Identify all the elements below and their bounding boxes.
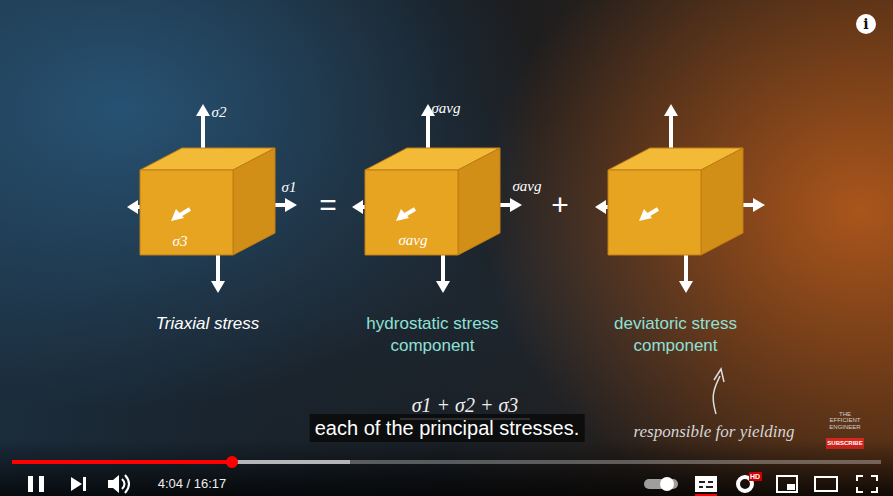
- callout-arrow-head: [714, 369, 724, 382]
- component-caption: hydrostatic stress component: [350, 313, 515, 357]
- stress-symbol: σ3: [173, 232, 188, 250]
- hd-badge: [749, 472, 762, 481]
- equals-sign: =: [319, 187, 337, 223]
- progress-track: [12, 460, 881, 464]
- force-arrow: [679, 250, 693, 293]
- arrow-shaft: [426, 116, 430, 150]
- arrow-head: [595, 200, 606, 214]
- volume-icon: [108, 475, 119, 493]
- hd-badge-text: HD: [750, 473, 760, 481]
- plus-sign: +: [551, 187, 569, 223]
- stress-cube: Triaxial stress: [140, 148, 275, 255]
- arrow-head: [211, 281, 225, 293]
- progress-scrubber: [226, 456, 238, 468]
- volume-wave: [122, 475, 129, 493]
- normal-arrow-shaft: [405, 209, 415, 215]
- arrow-head: [753, 198, 765, 212]
- arrow-shaft: [201, 116, 205, 150]
- cube-drawing: [365, 148, 500, 255]
- arrow-head: [510, 198, 522, 212]
- force-arrow: [211, 250, 225, 293]
- channel-logo: THE EFFICIENT ENGINEER: [827, 411, 863, 430]
- normal-arrow-shaft: [648, 209, 658, 215]
- component-caption: deviatoric stress component: [593, 313, 758, 357]
- force-arrow: [664, 104, 678, 150]
- stress-symbol: σavg: [431, 99, 460, 117]
- normal-arrow-head: [396, 209, 409, 221]
- theater-icon: [815, 477, 837, 491]
- stress-cube: deviatoric stress component: [608, 148, 743, 255]
- player-shade: [0, 440, 893, 496]
- arrow-head: [664, 104, 678, 116]
- fullscreen-icon: [857, 476, 877, 492]
- cube-drawing: [140, 148, 275, 255]
- normal-arrow-shaft: [180, 209, 190, 215]
- cube-front-face: [608, 170, 701, 255]
- component-caption: Triaxial stress: [113, 313, 303, 335]
- subscribe-text: SUBSCRIBE: [827, 440, 862, 447]
- info-icon: [856, 14, 876, 34]
- stress-symbol: σ1: [282, 178, 297, 196]
- stress-cube: hydrostatic stress component: [365, 148, 500, 255]
- progress-buffer: [12, 460, 350, 464]
- normal-arrow-head: [171, 209, 184, 221]
- arrow-shaft: [669, 116, 673, 150]
- captions-marks: [699, 482, 713, 487]
- arrow-head: [196, 104, 210, 116]
- time-display: 4:04 / 16:17: [158, 476, 227, 492]
- captions-underline: [695, 494, 717, 496]
- pause-icon: [28, 476, 44, 492]
- stress-symbol: σavg: [398, 231, 427, 249]
- arrow-head: [285, 198, 297, 212]
- autoplay-knob: [660, 477, 674, 491]
- cube-right-face: [233, 148, 275, 255]
- miniplayer-icon: [777, 476, 797, 492]
- info-icon-letter: i: [863, 16, 868, 33]
- subtitle: each of the principal stresses.: [310, 414, 585, 442]
- stress-symbol: σavg: [512, 177, 541, 195]
- progress-played: [12, 460, 232, 464]
- arrow-head: [352, 200, 363, 214]
- force-arrow: [436, 250, 450, 293]
- stress-symbol: σ2: [212, 103, 227, 121]
- cube-right-face: [701, 148, 743, 255]
- cube-front-face: [140, 170, 233, 255]
- force-arrow: [196, 104, 210, 150]
- callout-note: responsible for yielding: [634, 422, 795, 442]
- cube-front-face: [365, 170, 458, 255]
- normal-arrow-head: [639, 209, 652, 221]
- arrow-head: [679, 281, 693, 293]
- cube-right-face: [458, 148, 500, 255]
- miniplayer-inner: [787, 484, 795, 490]
- cube-drawing: [608, 148, 743, 255]
- arrow-head: [436, 281, 450, 293]
- callout-arrow: [713, 376, 720, 414]
- next-icon: [71, 477, 86, 491]
- captions-icon: [695, 476, 717, 492]
- arrow-head: [127, 200, 138, 214]
